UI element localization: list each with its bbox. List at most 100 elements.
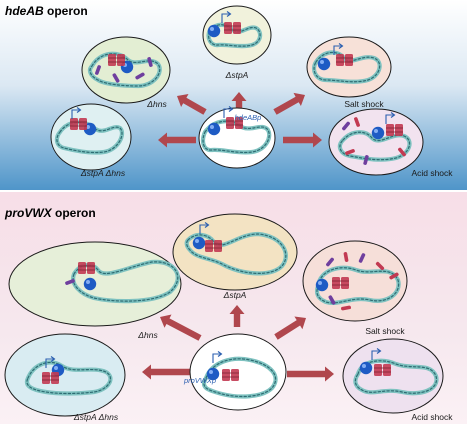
top-center-promoter-box-stripes (226, 120, 243, 126)
bottom-stpa-hns-promoter-box-2 (51, 372, 59, 384)
provwx-gene-name: proVWX (5, 206, 52, 220)
bottom-cell-acid (342, 338, 444, 414)
top-stpa-hns-promoter (70, 118, 87, 130)
bottom-hns-dna-backbone (72, 261, 179, 302)
bottom-stpa-promoter-box-2 (214, 240, 222, 252)
bottom-cell-center: proVWXp (183, 333, 287, 411)
top-hns-protein-1 (95, 65, 101, 75)
bottom-stpa-tss-arrow (199, 222, 210, 234)
bottom-label-acid: Acid shock (411, 412, 453, 422)
bottom-arrow-to-stpa-hns (142, 364, 192, 380)
bottom-salt-protein-5 (389, 272, 399, 280)
top-hns-dna-backbone (89, 53, 161, 87)
bottom-stpa-promoter-box-1 (205, 240, 213, 252)
top-salt-rnap-highlight (320, 60, 324, 64)
top-acid-dna (337, 130, 412, 162)
bottom-center-promoter (222, 369, 239, 381)
top-acid-protein-4 (398, 147, 406, 157)
bottom-stpa-hns-promoter-box-stripes (42, 375, 59, 381)
bottom-hns-promoter-box-stripes (78, 265, 95, 271)
top-acid-rnap-highlight (374, 129, 378, 133)
top-center-tss-arrow (223, 106, 234, 118)
top-acid-promoter-box-1 (386, 124, 394, 136)
top-salt-promoter-box-stripes (336, 57, 353, 63)
bottom-center-tss-arrow (212, 351, 223, 363)
bottom-salt-protein-2 (343, 252, 349, 262)
top-hns-protein-4 (147, 57, 153, 67)
bottom-center-label: proVWXp (183, 376, 216, 385)
bottom-acid-promoter-box-stripes (374, 367, 391, 373)
top-arrow-to-acid (283, 132, 322, 148)
top-cell-stpa-membrane (202, 5, 272, 65)
top-cell-stpa-hns-membrane (50, 103, 132, 171)
top-acid-promoter-box-stripes (386, 127, 403, 133)
bottom-stpa-rnap-body (192, 236, 206, 250)
bottom-hns-dna (71, 259, 180, 304)
bottom-stpa-hns-tss-arrow (45, 356, 56, 368)
top-stpa-hns-promoter-box-2 (79, 118, 87, 130)
top-salt-rnap-body (317, 57, 331, 71)
top-arrow-to-stpa (231, 92, 247, 109)
bottom-acid-promoter-box-1 (374, 364, 382, 376)
top-stpa-promoter-box-stripes (224, 25, 241, 31)
top-salt-rnap (317, 57, 331, 71)
bottom-acid-promoter (374, 364, 391, 376)
bottom-label-stpa: ΔstpA (223, 290, 247, 300)
top-label-hns: Δhns (146, 99, 167, 109)
top-cell-center: hdeABp (198, 106, 276, 169)
top-hns-promoter-box-stripes (108, 57, 125, 63)
bottom-salt-rnap-highlight (318, 281, 322, 285)
top-stpa-hns-promoter-box-1 (70, 118, 78, 130)
top-center-rnap-body (207, 122, 221, 136)
top-stpa-promoter-box-1 (224, 22, 232, 34)
bottom-acid-promoter-box-2 (383, 364, 391, 376)
bottom-salt-dna-backbone (316, 267, 400, 304)
bottom-center-promoter-box-stripes (222, 372, 239, 378)
top-stpa-rnap-body (207, 24, 221, 38)
top-cell-hns (81, 36, 171, 104)
top-acid-promoter (386, 124, 403, 136)
bottom-cell-salt (302, 240, 408, 322)
bottom-arrow-to-salt (274, 316, 306, 340)
bottom-label-salt: Salt shock (365, 326, 405, 336)
bottom-center-promoter-box-1 (222, 369, 230, 381)
top-hns-protein-2 (112, 73, 120, 83)
bottom-hns-rnap (83, 277, 97, 291)
top-stpa-tss-arrow (221, 11, 232, 23)
bottom-acid-rnap-body (359, 361, 373, 375)
bottom-salt-protein-7 (341, 305, 351, 311)
bottom-acid-dna-backbone (354, 360, 438, 394)
bottom-acid-rnap-highlight (362, 364, 366, 368)
bottom-center-rnap (206, 367, 220, 381)
bottom-acid-rnap (359, 361, 373, 375)
bottom-hns-rnap-highlight (86, 280, 90, 284)
top-stpa-promoter (224, 22, 241, 34)
bottom-label-hns: Δhns (137, 330, 158, 340)
hdeab-title-suffix: operon (43, 4, 88, 18)
bottom-center-promoter-box-2 (231, 369, 239, 381)
bottom-center-rnap-highlight (209, 370, 213, 374)
provwx-title-suffix: operon (51, 206, 96, 220)
top-center-rnap (207, 122, 221, 136)
top-stpa-hns-tss-arrow (71, 107, 82, 119)
top-label-acid: Acid shock (411, 168, 453, 178)
top-arrow-to-hns (177, 94, 207, 115)
top-center-promoter-box-2 (235, 117, 243, 129)
top-hns-dna (87, 51, 162, 89)
bottom-stpa-dna-backbone (186, 233, 287, 274)
provwx-panel-title: proVWX operon (5, 206, 96, 220)
top-stpa-hns-promoter-box-stripes (70, 121, 87, 127)
top-acid-protein-1 (342, 121, 350, 131)
bottom-cell-stpa (172, 213, 298, 291)
top-label-salt: Salt shock (344, 99, 384, 109)
bottom-hns-promoter-box-2 (87, 262, 95, 274)
top-acid-protein-5 (363, 155, 369, 165)
hdeab-gene-name: hdeAB (5, 4, 44, 18)
bottom-salt-promoter (332, 277, 349, 289)
top-acid-rnap (371, 126, 385, 140)
bottom-center-dna (201, 356, 278, 399)
bottom-cell-hns (8, 241, 182, 327)
top-acid-protein-3 (345, 149, 355, 155)
bottom-cell-stpa-hns-membrane (4, 333, 126, 417)
